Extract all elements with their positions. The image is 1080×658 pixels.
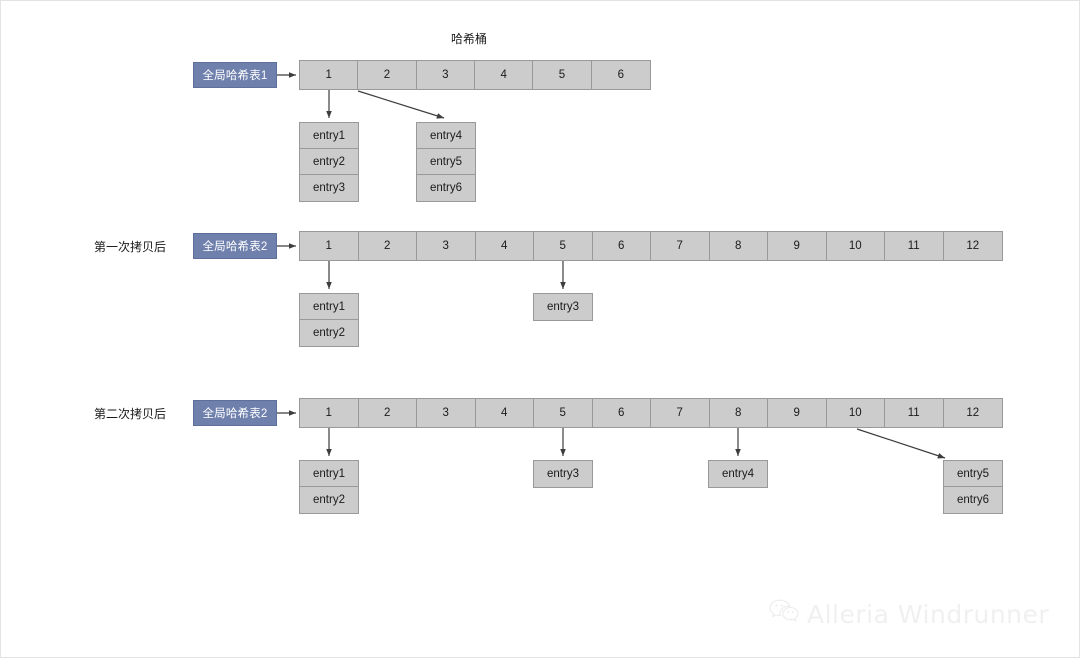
bucket-cell[interactable]: 9 [768, 399, 827, 427]
bucket-cell[interactable]: 7 [651, 399, 710, 427]
entry-chain-row2-bucket1: entry1 entry2 [299, 293, 359, 347]
bucket-cell[interactable]: 7 [651, 232, 710, 260]
arrow-bucket2-to-chain-row1 [357, 90, 445, 119]
entry-cell[interactable]: entry2 [300, 320, 358, 346]
bucket-cell[interactable]: 8 [709, 399, 768, 427]
bucket-cell[interactable]: 5 [533, 61, 592, 89]
bucket-cell[interactable]: 10 [826, 399, 885, 427]
entry-chain-row1-bucket1: entry1 entry2 entry3 [299, 122, 359, 202]
bucket-cell[interactable]: 12 [943, 232, 1002, 260]
entry-chain-row3-bucket1: entry1 entry2 [299, 460, 359, 514]
arrow-bucket10-to-chain-row3 [856, 428, 946, 459]
bucket-cell[interactable]: 1 [300, 61, 359, 89]
bucket-cell[interactable]: 4 [474, 61, 534, 89]
entry-cell[interactable]: entry1 [300, 123, 358, 149]
bucket-cell[interactable]: 1 [300, 232, 359, 260]
bucket-cell[interactable]: 6 [592, 232, 651, 260]
stage-label-row2: 第一次拷贝后 [94, 240, 167, 254]
bucket-cell[interactable]: 3 [417, 232, 476, 260]
entry-cell[interactable]: entry2 [300, 149, 358, 175]
bucket-cell[interactable]: 2 [358, 61, 417, 89]
bucket-cell[interactable]: 6 [592, 399, 651, 427]
bucket-cell[interactable]: 5 [534, 399, 593, 427]
bucket-cell[interactable]: 11 [885, 232, 944, 260]
bucket-cell[interactable]: 3 [416, 61, 475, 89]
entry-chain-row1-bucket2: entry4 entry5 entry6 [416, 122, 476, 202]
bucket-cell[interactable]: 6 [591, 61, 650, 89]
bucket-cell[interactable]: 4 [475, 232, 534, 260]
bucket-cell[interactable]: 12 [943, 399, 1002, 427]
bucket-cell[interactable]: 3 [417, 399, 476, 427]
stage-label-row3: 第二次拷贝后 [94, 407, 167, 421]
entry-cell[interactable]: entry2 [300, 487, 358, 513]
bucket-cell[interactable]: 1 [300, 399, 359, 427]
bucket-cell[interactable]: 10 [826, 232, 885, 260]
entry-chain-row3-bucket8: entry4 [708, 460, 768, 488]
entry-cell[interactable]: entry6 [417, 175, 475, 201]
chip-label: 全局哈希表1 [202, 70, 268, 82]
entry-chain-row2-bucket5: entry3 [533, 293, 593, 321]
watermark: Alleria Windrunner [769, 599, 1049, 629]
global-hash-table-chip-row2[interactable]: 全局哈希表2 [193, 233, 277, 259]
entry-cell[interactable]: entry3 [534, 461, 592, 487]
entry-cell[interactable]: entry1 [300, 294, 358, 320]
bucket-array-row1: 1 2 3 4 5 6 [299, 60, 651, 90]
bucket-cell[interactable]: 5 [534, 232, 593, 260]
bucket-cell[interactable]: 11 [885, 399, 944, 427]
bucket-cell[interactable]: 2 [358, 232, 417, 260]
entry-cell[interactable]: entry3 [534, 294, 592, 320]
entry-cell[interactable]: entry1 [300, 461, 358, 487]
entry-chain-row3-bucket5: entry3 [533, 460, 593, 488]
bucket-cell[interactable]: 9 [768, 232, 827, 260]
bucket-cell[interactable]: 8 [709, 232, 768, 260]
wechat-icon [769, 599, 799, 629]
entry-cell[interactable]: entry5 [417, 149, 475, 175]
global-hash-table-chip-row1[interactable]: 全局哈希表1 [193, 62, 277, 88]
global-hash-table-chip-row3[interactable]: 全局哈希表2 [193, 400, 277, 426]
watermark-text: Alleria Windrunner [807, 599, 1050, 629]
hash-bucket-caption: 哈希桶 [450, 32, 487, 46]
entry-chain-row3-bucket10: entry5 entry6 [943, 460, 1003, 514]
entry-cell[interactable]: entry6 [944, 487, 1002, 513]
chip-label: 全局哈希表2 [202, 241, 268, 253]
bucket-cell[interactable]: 2 [358, 399, 417, 427]
chip-label: 全局哈希表2 [202, 408, 268, 420]
entry-cell[interactable]: entry5 [944, 461, 1002, 487]
entry-cell[interactable]: entry4 [709, 461, 767, 487]
entry-cell[interactable]: entry4 [417, 123, 475, 149]
bucket-array-row3: 1 2 3 4 5 6 7 8 9 10 11 12 [299, 398, 1003, 428]
bucket-array-row2: 1 2 3 4 5 6 7 8 9 10 11 12 [299, 231, 1003, 261]
entry-cell[interactable]: entry3 [300, 175, 358, 201]
bucket-cell[interactable]: 4 [475, 399, 534, 427]
